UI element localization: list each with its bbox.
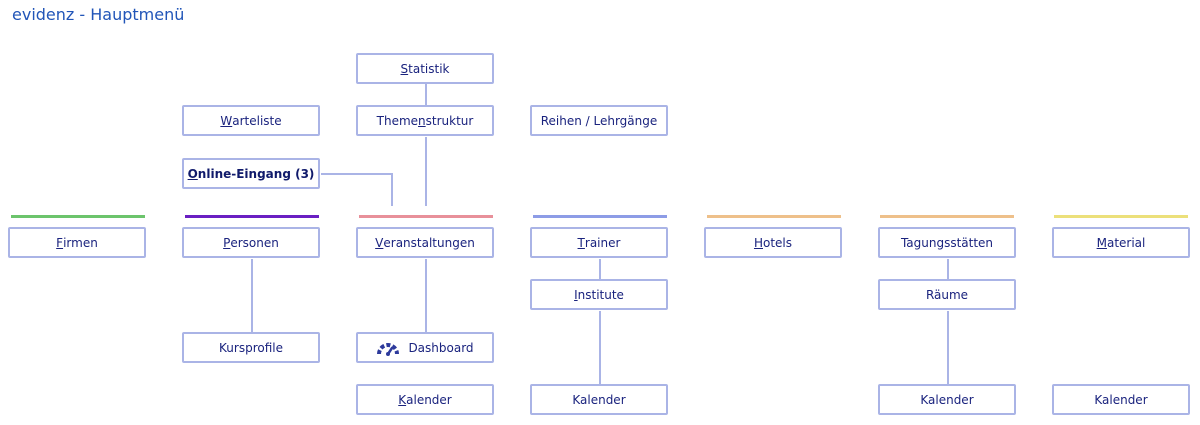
- category-bar-hotels: [707, 215, 841, 218]
- button-label: otels: [763, 235, 793, 250]
- connector-line: [947, 259, 949, 279]
- connector-line: [599, 311, 601, 384]
- button-label: Dashboard: [408, 340, 474, 355]
- connector-line: [391, 173, 393, 206]
- button-label: Räume: [925, 287, 969, 302]
- button-label: rainer: [584, 235, 621, 250]
- button-label: tatistik: [408, 61, 450, 76]
- kalender-raeume-button[interactable]: Kalender: [878, 384, 1016, 415]
- category-bar-material: [1054, 215, 1188, 218]
- button-label: nstitute: [577, 287, 624, 302]
- button-label: alender: [406, 392, 452, 407]
- button-label: Kalender: [920, 392, 974, 407]
- button-label: Theme: [376, 113, 419, 128]
- button-label: Kursprofile: [219, 340, 283, 355]
- hotkey-letter: P: [223, 235, 231, 250]
- button-label: irmen: [63, 235, 98, 250]
- connector-line: [599, 259, 601, 279]
- hotkey-letter: T: [577, 235, 585, 250]
- raeume-button[interactable]: Räume: [878, 279, 1016, 310]
- button-label: struktur: [425, 113, 474, 128]
- hotkey-letter: n: [418, 113, 426, 128]
- tagungsstaetten-button[interactable]: Tagungsstätten: [878, 227, 1016, 258]
- button-label: Reihen / Lehrgänge: [540, 113, 658, 128]
- hotkey-letter: K: [398, 392, 407, 407]
- hotkey-letter: F: [56, 235, 64, 250]
- category-bar-personen: [185, 215, 319, 218]
- hotkey-letter: H: [753, 235, 763, 250]
- button-label: ersonen: [230, 235, 279, 250]
- connector-line: [321, 173, 392, 175]
- category-bar-trainer: [533, 215, 667, 218]
- kalender-institute-button[interactable]: Kalender: [530, 384, 668, 415]
- page-title: evidenz - Hauptmenü: [12, 5, 185, 24]
- hotkey-letter: V: [375, 235, 384, 250]
- hotkey-letter: W: [220, 113, 233, 128]
- hotkey-letter: S: [400, 61, 409, 76]
- kalender-material-button[interactable]: Kalender: [1052, 384, 1190, 415]
- reihen-lehrgaenge-button[interactable]: Reihen / Lehrgänge: [530, 105, 668, 136]
- dashboard-gauge-icon: [376, 340, 400, 356]
- button-label: aterial: [1106, 235, 1146, 250]
- hotkey-letter: O: [187, 166, 198, 181]
- dashboard-button[interactable]: Dashboard: [356, 332, 494, 363]
- button-label: Kalender: [1094, 392, 1148, 407]
- category-bar-veranstaltungen: [359, 215, 493, 218]
- hotkey-letter: I: [574, 287, 578, 302]
- button-label: Kalender: [572, 392, 626, 407]
- connector-line: [251, 259, 253, 332]
- kursprofile-button[interactable]: Kursprofile: [182, 332, 320, 363]
- button-label: nline-Eingang (3): [197, 166, 315, 181]
- button-label: arteliste: [232, 113, 282, 128]
- button-label: eranstaltungen: [383, 235, 475, 250]
- connector-line: [425, 259, 427, 332]
- hotkey-letter: M: [1096, 235, 1107, 250]
- connector-line: [425, 137, 427, 206]
- category-bar-firmen: [11, 215, 145, 218]
- connector-line: [947, 311, 949, 384]
- connector-line: [425, 84, 427, 106]
- category-bar-tagungsstaetten: [880, 215, 1014, 218]
- button-label: Tagungsstätten: [900, 235, 994, 250]
